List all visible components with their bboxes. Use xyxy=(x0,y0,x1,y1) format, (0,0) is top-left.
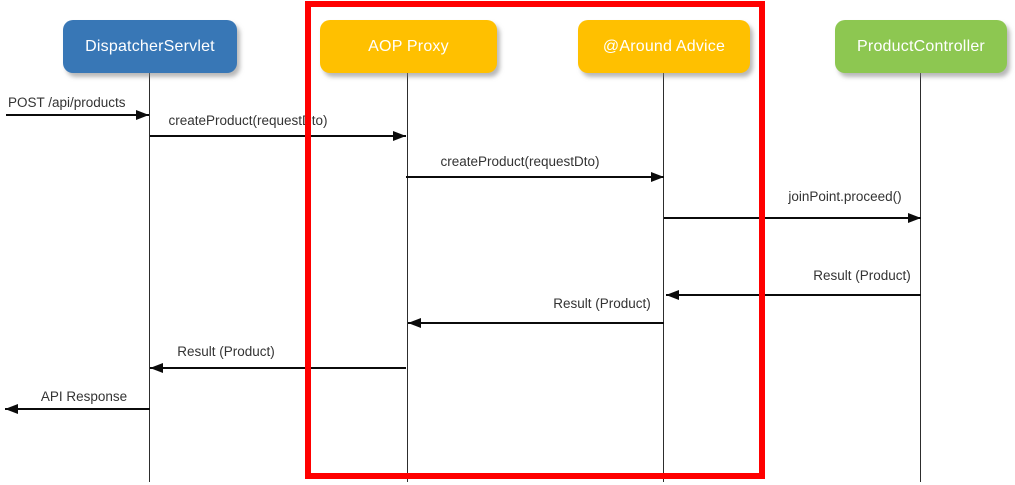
lifeline-dispatcherservlet xyxy=(149,73,150,482)
arrow-line xyxy=(408,322,664,324)
message-label: Result (Product) xyxy=(177,344,275,359)
arrow-line xyxy=(6,114,149,116)
message-arrow-result-3 xyxy=(150,362,406,374)
arrowhead-left-icon xyxy=(666,290,679,300)
message-arrow-createproduct-2 xyxy=(406,171,664,183)
arrowhead-right-icon xyxy=(136,110,149,120)
message-label: createProduct(requestDto) xyxy=(440,154,600,169)
arrowhead-right-icon xyxy=(651,172,664,182)
actor-label: ProductController xyxy=(857,37,985,55)
message-label: Result (Product) xyxy=(553,296,651,311)
actor-label: DispatcherServlet xyxy=(85,37,215,55)
arrowhead-right-icon xyxy=(908,213,921,223)
actor-aop-proxy: AOP Proxy xyxy=(320,20,497,73)
actor-label: @Around Advice xyxy=(602,37,726,55)
arrow-line xyxy=(5,408,150,410)
actor-productcontroller: ProductController xyxy=(835,20,1007,73)
message-arrow-post-api-products xyxy=(6,109,149,121)
actor-dispatcherservlet: DispatcherServlet xyxy=(63,20,237,73)
message-label: Result (Product) xyxy=(813,268,911,283)
message-arrow-api-response xyxy=(5,403,150,415)
arrow-line xyxy=(666,294,921,296)
message-arrow-createproduct-1 xyxy=(150,130,406,142)
lifeline-aop-proxy xyxy=(407,73,408,482)
arrowhead-left-icon xyxy=(5,404,18,414)
message-label: joinPoint.proceed() xyxy=(788,189,902,204)
message-arrow-result-2 xyxy=(408,317,664,329)
message-label: POST /api/products xyxy=(8,95,126,110)
lifeline-productcontroller xyxy=(920,73,921,482)
actor-label: AOP Proxy xyxy=(368,37,449,55)
lifeline-around-advice xyxy=(663,73,664,482)
arrowhead-left-icon xyxy=(150,363,163,373)
message-arrow-result-1 xyxy=(666,289,921,301)
arrow-line xyxy=(150,135,406,137)
actor-around-advice: @Around Advice xyxy=(578,20,750,73)
arrowhead-left-icon xyxy=(408,318,421,328)
message-label: API Response xyxy=(40,389,128,404)
message-label: createProduct(requestDto) xyxy=(168,113,328,128)
arrow-line xyxy=(150,367,406,369)
arrowhead-right-icon xyxy=(393,131,406,141)
arrow-line xyxy=(664,217,921,219)
message-arrow-joinpoint-proceed xyxy=(664,212,921,224)
arrow-line xyxy=(406,176,664,178)
